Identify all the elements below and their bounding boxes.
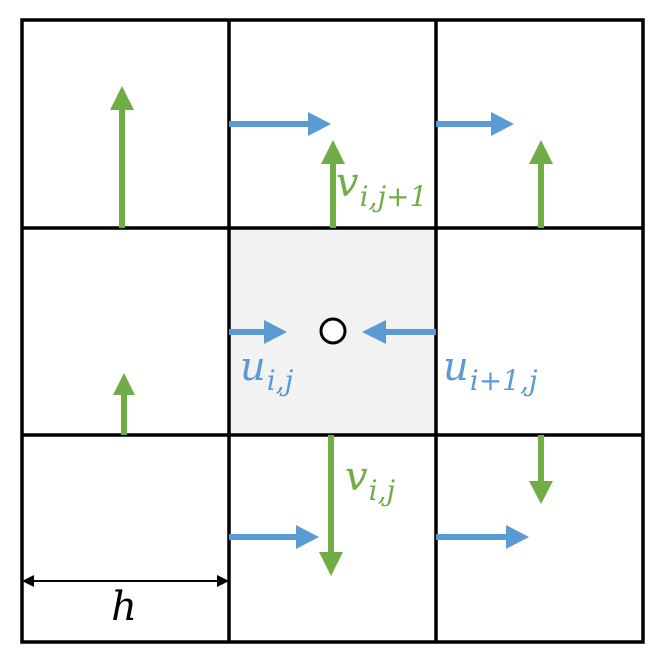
label-spacing-h: h [111, 584, 137, 630]
label-v-bottom: vi,j [345, 454, 395, 507]
u-arrow-top-center-head [308, 112, 331, 136]
v-arrow-top-center-head [321, 140, 345, 164]
u-arrow-bottom-center-head [296, 525, 319, 549]
v-arrow-bottom-center-head [319, 552, 343, 576]
label-v-bottom-base: v [345, 454, 368, 500]
u-arrow-bottom-right-head [506, 525, 529, 549]
double-headed-arrow-icon [22, 575, 229, 587]
v-arrow-bottom-right-head [529, 481, 553, 504]
label-u-left-base: u [240, 344, 266, 390]
label-u-left: ui,j [240, 344, 294, 397]
label-v-top-base: v [336, 160, 359, 206]
v-arrow-top-left-head [110, 86, 134, 110]
v-arrow-top-right-head [529, 140, 553, 164]
u-arrows [229, 112, 529, 549]
label-u-left-sub: i,j [267, 364, 294, 397]
label-v-top-sub: i,j+1 [360, 180, 428, 213]
label-u-right-base: u [443, 344, 469, 390]
u-arrow-right-face-head [362, 320, 386, 344]
label-u-right-sub: i+1,j [470, 364, 538, 397]
dimension-head-right [217, 575, 229, 587]
dimension-head-left [22, 575, 34, 587]
label-u-right: ui+1,j [443, 344, 538, 397]
label-v-bottom-sub: i,j [369, 474, 396, 507]
u-arrow-left-face-head [264, 320, 287, 344]
u-arrow-top-right-head [491, 112, 514, 136]
circle-marker-icon [319, 317, 347, 345]
label-v-top: vi,j+1 [336, 160, 427, 213]
v-arrows [110, 86, 553, 576]
v-arrow-middle-left-head [113, 373, 135, 395]
grid-border [20, 18, 645, 644]
